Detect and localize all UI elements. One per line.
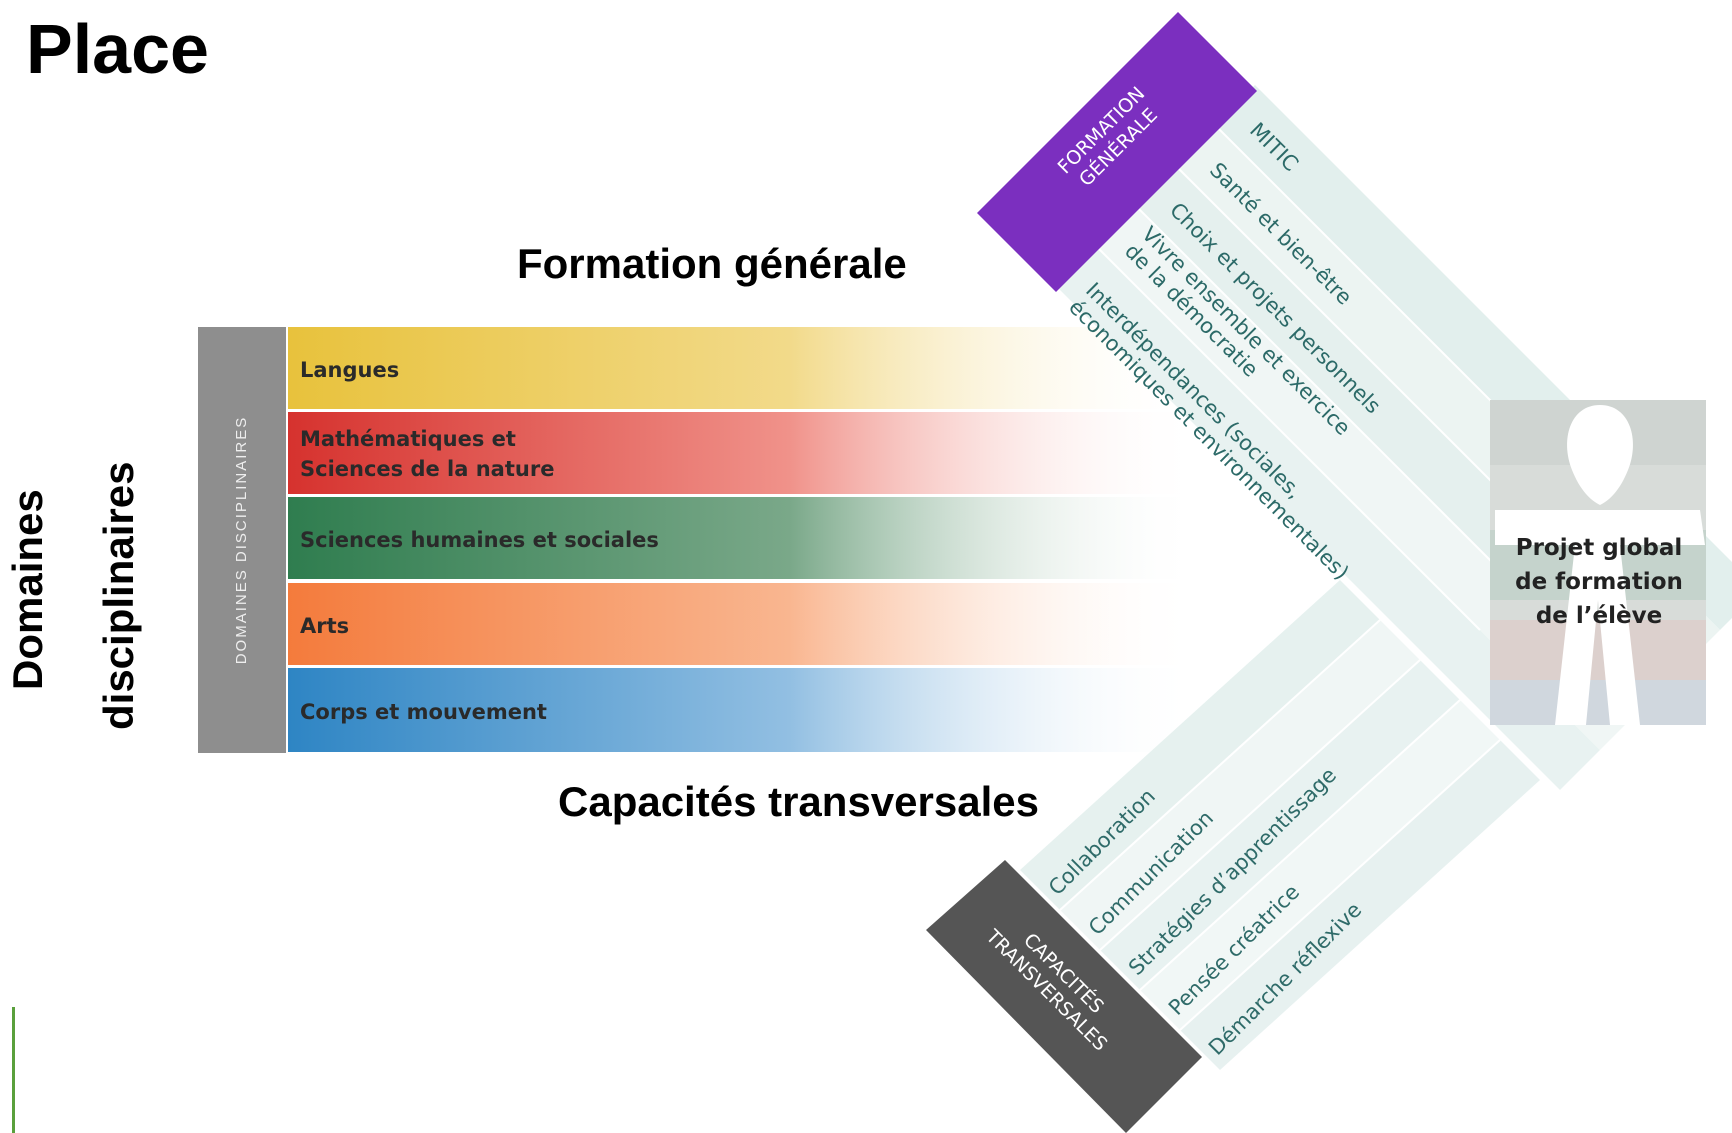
- projet-global-label: Projet global de formation de l’élève: [1515, 535, 1683, 629]
- band-label-sciences-humaines: Sciences humaines et sociales: [300, 528, 659, 552]
- band-label-arts: Arts: [300, 614, 350, 638]
- band-label-langues: Langues: [300, 358, 400, 382]
- band-label-corps: Corps et mouvement: [300, 700, 547, 724]
- band-label-mathematiques: Mathématiques et Sciences de la nature: [300, 427, 555, 481]
- page-title: Place: [26, 10, 209, 88]
- domaines-label: DOMAINES DISCIPLINAIRES: [233, 415, 250, 665]
- domaines-label-box: [198, 327, 286, 753]
- formation-generale-title: Formation générale: [517, 240, 907, 287]
- capacites-title: Capacités transversales: [558, 778, 1039, 825]
- accent-line: [12, 1007, 15, 1133]
